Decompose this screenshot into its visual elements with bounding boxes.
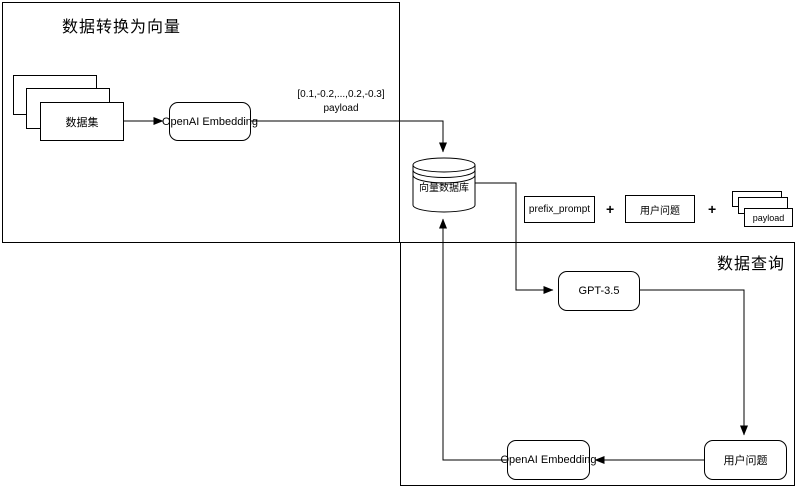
edge-gpt-to-user-question [640,289,748,436]
region-data-transform [2,2,400,243]
payload-node: payload [744,208,793,227]
region-title-data-transform: 数据转换为向量 [62,19,182,36]
user-question-top-node: 用户问题 [625,195,695,223]
openai-embedding-bottom-label: OpenAI Embedding [500,454,597,466]
dataset-node: 数据集 [40,102,124,141]
user-question-top-label: 用户问题 [640,205,680,217]
user-question-bottom-label: 用户问题 [723,455,768,467]
user-question-bottom-node: 用户问题 [704,440,787,480]
vector-value-label: [0.1,-0.2,...,0.2,-0.3] [297,89,385,100]
edge-embedding-to-vectordb [251,120,447,153]
edge-embedding-to-vectordb-bottom [439,218,507,461]
prefix-prompt-node: prefix_prompt [524,196,595,223]
payload-label: payload [752,212,785,223]
vector-payload-label: payload [323,103,359,114]
vector-edge-label: [0.1,-0.2,...,0.2,-0.3] payload [281,88,401,116]
openai-embedding-top-node: OpenAI Embedding [162,102,258,141]
vector-db-cylinder [412,157,476,213]
edge-vectordb-to-gpt [475,182,554,294]
plus-operator-left: + [606,201,615,217]
openai-embedding-bottom-node: OpenAI Embedding [501,440,597,480]
region-title-data-query: 数据查询 [717,256,786,273]
openai-embedding-top-label: OpenAI Embedding [162,115,259,128]
gpt35-node: GPT-3.5 [558,271,640,311]
gpt35-label: GPT-3.5 [578,285,620,297]
vector-db-label: 向量数据库 [419,183,469,194]
region-data-query [400,242,795,486]
plus-operator-right: + [708,201,717,217]
dataset-label: 数据集 [65,116,99,129]
prefix-prompt-label: prefix_prompt [528,204,591,215]
